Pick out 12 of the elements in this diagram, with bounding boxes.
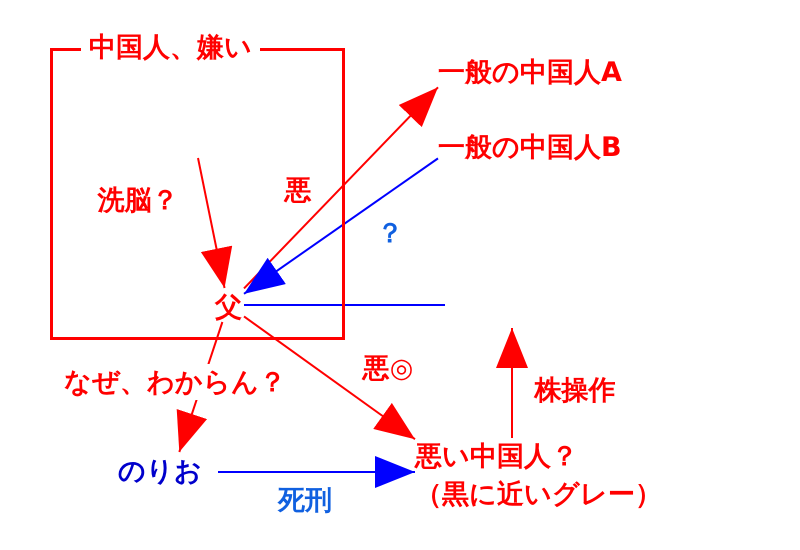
name-label: のりお (118, 452, 218, 492)
connector-line (244, 304, 445, 306)
arrow (197, 158, 232, 288)
arrow (243, 316, 416, 440)
arrow (496, 328, 528, 438)
father-label: 父 (215, 291, 247, 325)
arrow (243, 86, 439, 290)
arrow (243, 158, 439, 295)
group-label: 悪い中国人？ （黒に近いグレー） (415, 438, 705, 518)
arrow (218, 456, 415, 488)
group-label: 一般の中国人B (438, 127, 698, 169)
group-label: 一般の中国人A (438, 52, 698, 94)
